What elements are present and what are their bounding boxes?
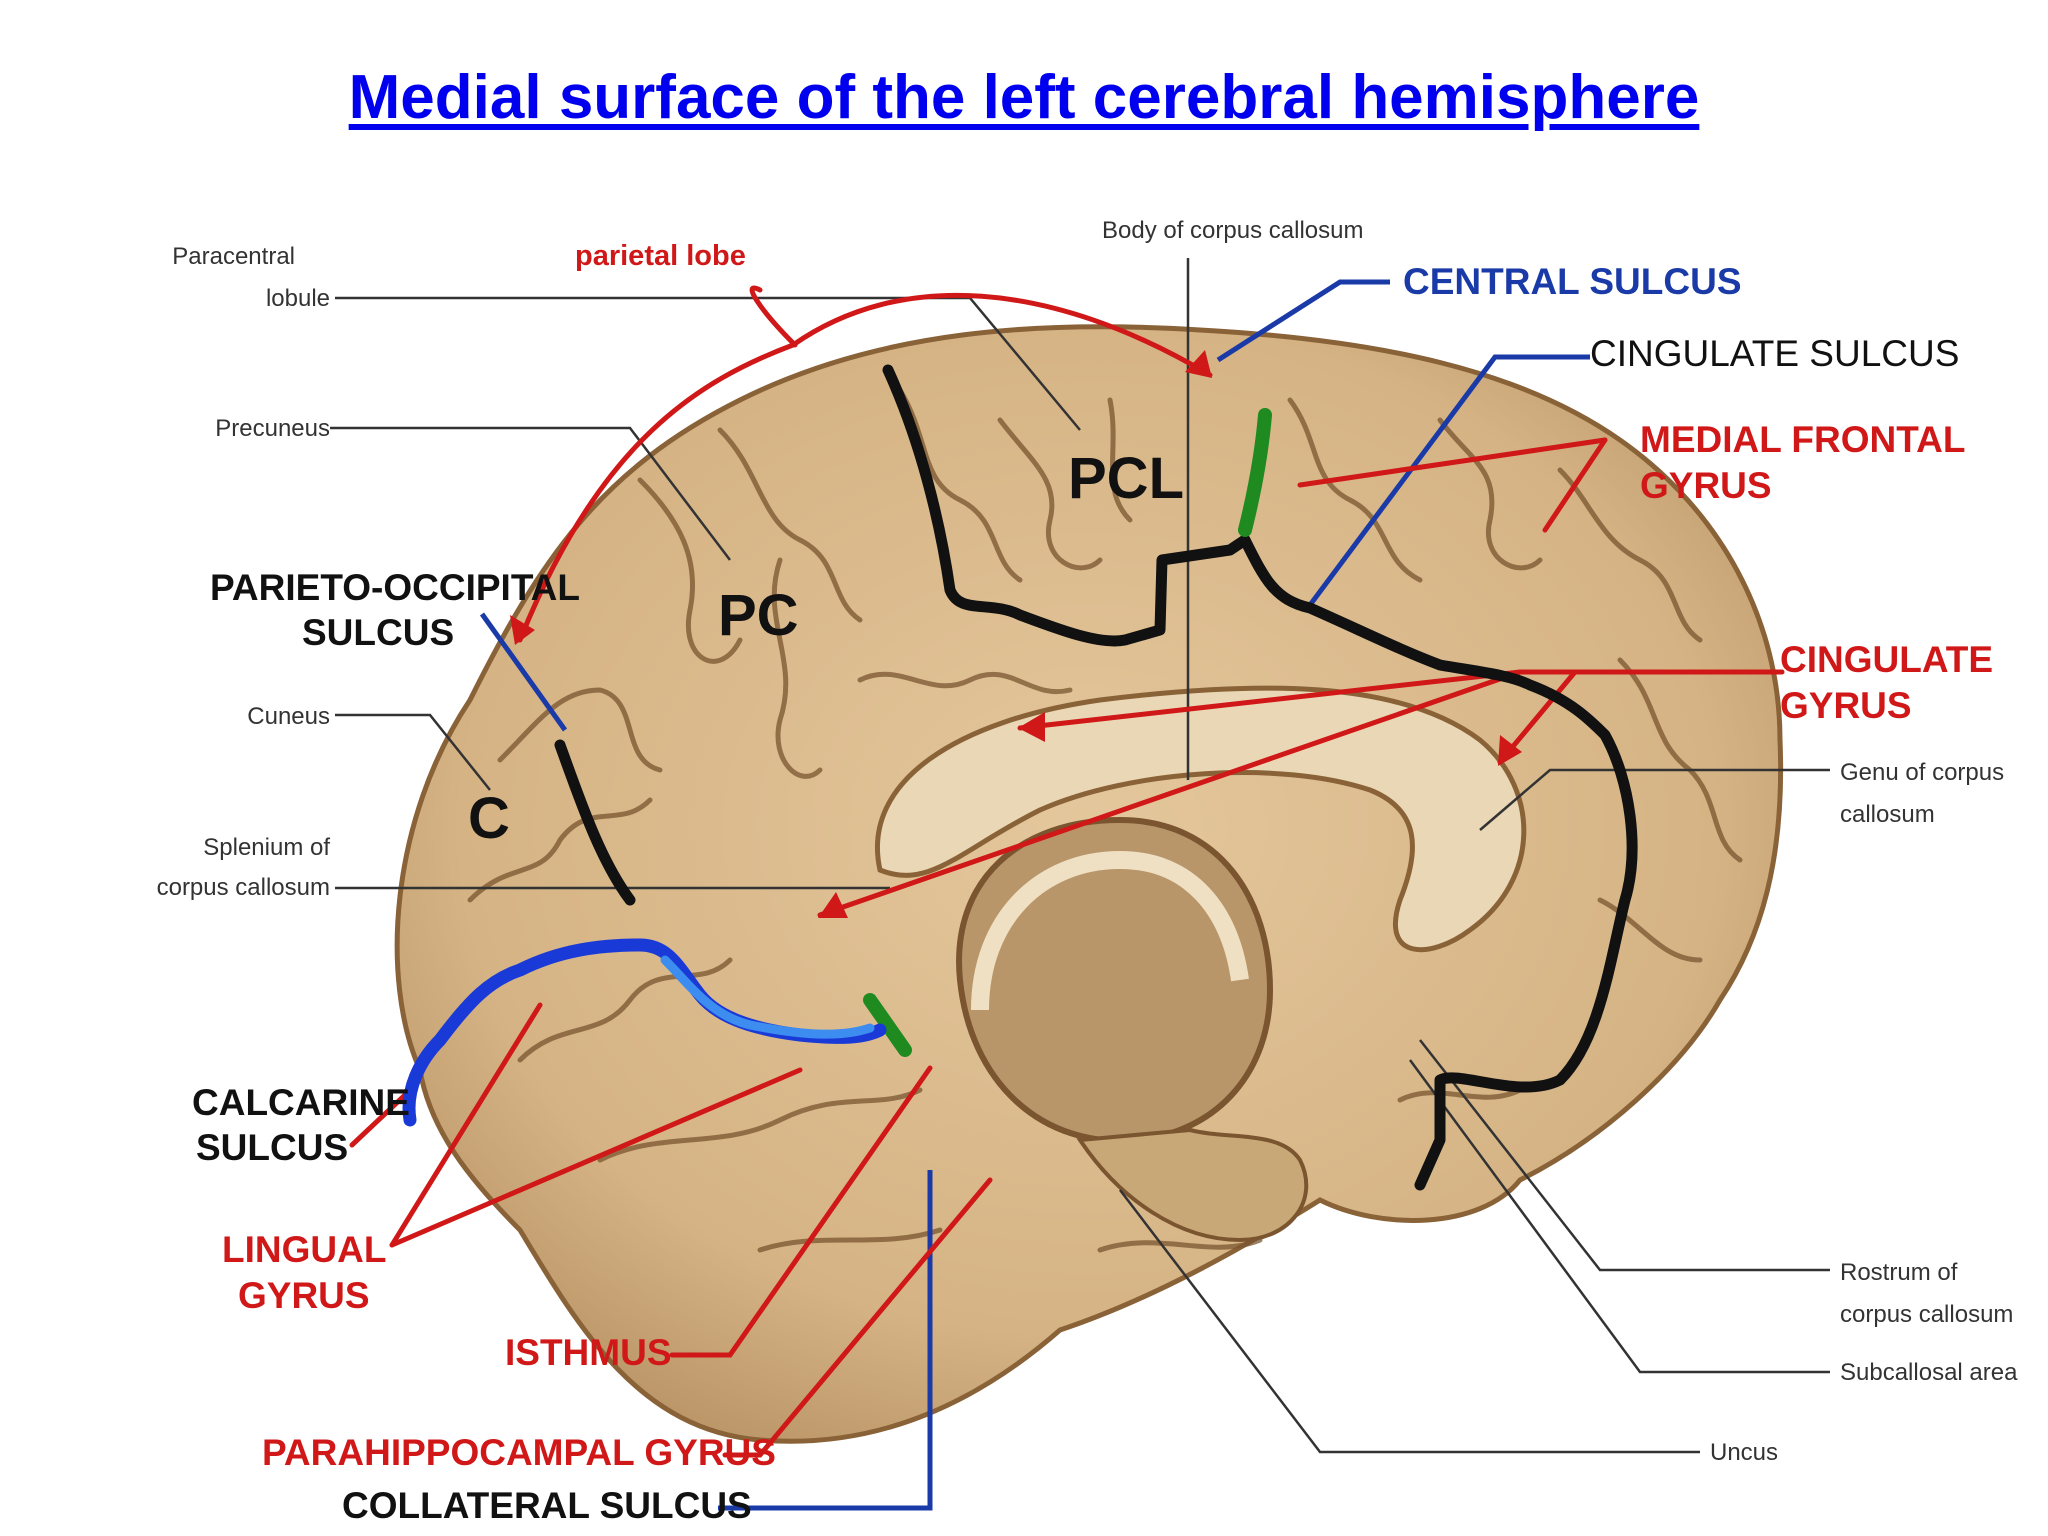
pointer-subcallosal: [1408, 1059, 1830, 1374]
label-parieto-occipital-2: SULCUS: [302, 612, 454, 653]
label-medial-frontal-1: MEDIAL FRONTAL: [1640, 419, 1965, 460]
label-calcarine-2: SULCUS: [196, 1127, 348, 1168]
green-paracentral: [1238, 408, 1272, 537]
label-collateral: COLLATERAL SULCUS: [342, 1485, 752, 1526]
page-title: Medial surface of the left cerebral hemi…: [348, 63, 1700, 132]
leader-cingulate-sulcus: [1307, 354, 1590, 607]
label-genu-1: Genu of corpus: [1840, 759, 2004, 786]
region-abbreviations: PCL PC C: [468, 446, 1184, 851]
label-precuneus: Precuneus: [215, 415, 330, 442]
label-paracentral-2: lobule: [266, 285, 330, 312]
pointer-genu: [1479, 768, 1830, 831]
label-central-sulcus: CENTRAL SULCUS: [1403, 261, 1742, 302]
label-isthmus: ISTHMUS: [505, 1332, 672, 1373]
brainstem: [1076, 1127, 1309, 1243]
green-isthmus: [863, 993, 912, 1057]
pointer-uncus: [1119, 1189, 1700, 1454]
leader-isthmus: [669, 1065, 933, 1358]
leader-central-sulcus: [1216, 279, 1390, 363]
anatomy-labels-bold: parietal lobe CENTRAL SULCUS CINGULATE S…: [192, 240, 1993, 1526]
label-parahippocampal: PARAHIPPOCAMPAL GYRUS: [262, 1432, 776, 1473]
label-cingulate-gyrus-1: CINGULATE: [1780, 639, 1993, 680]
red-leaders: [349, 285, 1785, 1458]
red-arrowheads: [510, 350, 1522, 918]
blue-leaders: [479, 279, 1590, 1511]
pointer-precuneus: [330, 426, 731, 561]
arrow-parietal-arc: [517, 342, 796, 643]
pointer-cuneus: [335, 713, 491, 791]
leader-medial-frontal: [1297, 437, 1608, 488]
label-parietal-lobe: parietal lobe: [575, 240, 746, 272]
pointer-lines: [330, 258, 1830, 1454]
label-lingual-2: GYRUS: [238, 1275, 370, 1316]
leader-parahippocampal: [722, 1177, 993, 1458]
label-parieto-occipital-1: PARIETO-OCCIPITAL: [210, 567, 580, 608]
label-calcarine-1: CALCARINE: [192, 1082, 410, 1123]
leader-parieto-occipital: [479, 612, 568, 732]
label-splenium-1: Splenium of: [203, 834, 330, 861]
parieto-occipital-black: [554, 739, 636, 906]
label-pc: PC: [718, 583, 799, 648]
label-medial-frontal-2: GYRUS: [1640, 465, 1772, 506]
label-splenium-2: corpus callosum: [157, 874, 330, 901]
leader-collateral: [718, 1170, 933, 1511]
calcarine-sulcus-light: [660, 955, 875, 1039]
arrow-parietal-lobe: [749, 285, 798, 348]
fornix: [971, 850, 1249, 1011]
green-marks: [863, 408, 1272, 1057]
label-rostrum-2: corpus callosum: [1840, 1301, 2013, 1328]
label-uncus: Uncus: [1710, 1439, 1778, 1466]
label-cuneus: Cuneus: [247, 703, 330, 730]
cingulate-sulcus-line: [1239, 534, 1638, 1191]
pointer-rostrum: [1419, 1039, 1830, 1272]
leader-lingual: [389, 1002, 543, 1248]
label-genu-2: callosum: [1840, 801, 1935, 828]
label-c: C: [468, 786, 510, 851]
label-lingual-1: LINGUAL: [222, 1229, 386, 1270]
label-body-cc: Body of corpus callosum: [1102, 217, 1363, 244]
corpus-callosum: [875, 685, 1527, 953]
label-paracentral-1: Paracentral: [172, 243, 295, 270]
label-subcallosal: Subcallosal area: [1840, 1359, 2018, 1386]
black-sulci: [554, 364, 1638, 1191]
label-rostrum-1: Rostrum of: [1840, 1259, 1958, 1286]
label-cingulate-sulcus: CINGULATE SULCUS: [1590, 333, 1959, 374]
anatomy-labels-small: Paracentral lobule Precuneus Cuneus Sple…: [157, 217, 2019, 1466]
label-pcl: PCL: [1068, 446, 1184, 511]
marginal-sulcus: [882, 364, 1251, 647]
label-cingulate-gyrus-2: GYRUS: [1780, 685, 1912, 726]
gyral-folds: [467, 387, 1743, 1253]
leader-calcarine: [349, 1092, 408, 1148]
